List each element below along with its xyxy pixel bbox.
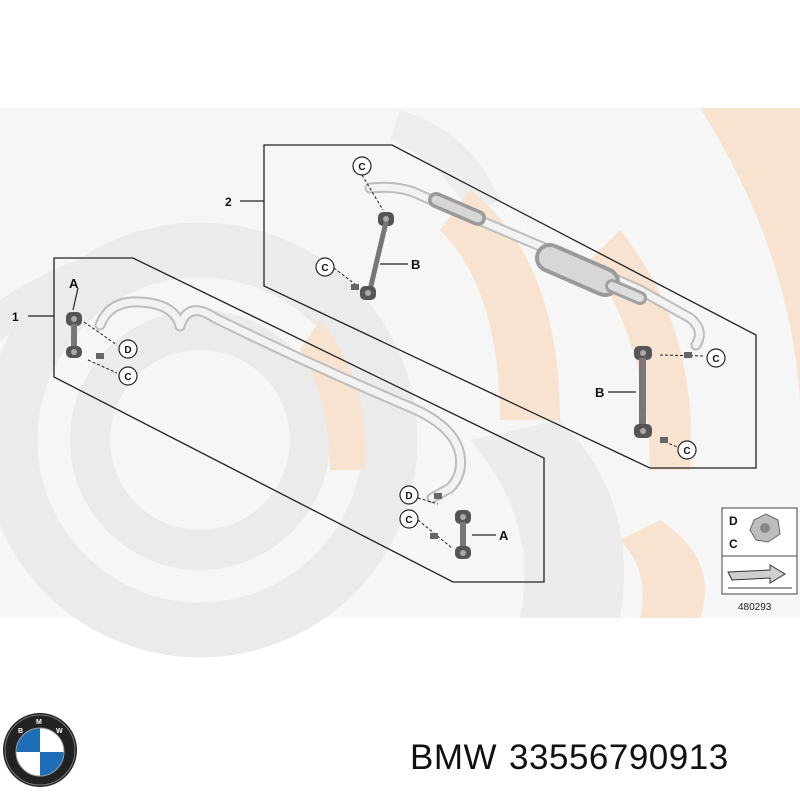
bmw-logo: B M W [3, 713, 77, 787]
callout-c-1: C [352, 156, 372, 176]
assembly-2-frame [263, 144, 757, 469]
link-b-upper [360, 212, 394, 300]
svg-text:M: M [36, 719, 42, 726]
legend-d: D [729, 514, 738, 528]
part-caption: BMW 33556790913 [410, 738, 729, 778]
link-b-lower [634, 346, 652, 438]
svg-text:D: D [124, 345, 131, 356]
callout-2: 2 [225, 195, 232, 209]
callout-d-2: D [399, 485, 419, 505]
part-number: 33556790913 [509, 738, 729, 777]
stabilizer-bar-1 [94, 296, 466, 504]
callout-c-4: C [399, 509, 419, 529]
assembly-1-frame [53, 257, 545, 583]
svg-text:C: C [712, 354, 719, 365]
svg-text:W: W [56, 728, 63, 735]
callout-c-2: C [315, 257, 335, 277]
svg-text:C: C [405, 515, 412, 526]
arrow-icon [727, 564, 786, 584]
svg-text:D: D [405, 491, 412, 502]
brand-name: BMW [410, 738, 498, 777]
legend-box: D C [721, 507, 798, 595]
fastener-leaders [83, 174, 706, 549]
svg-text:C: C [321, 263, 328, 274]
callout-d-1: D [118, 339, 138, 359]
legend-c: C [729, 537, 738, 551]
svg-text:B: B [18, 728, 23, 735]
link-a-right [455, 510, 471, 559]
callout-c-5: C [706, 348, 726, 368]
callout-c-3: C [118, 366, 138, 386]
svg-text:C: C [358, 162, 365, 173]
callout-b-lower: B [595, 385, 604, 400]
callout-c-6: C [677, 440, 697, 460]
svg-text:C: C [683, 446, 690, 457]
nuts [96, 284, 692, 539]
callout-a-top: A [69, 276, 79, 291]
stabilizer-bar-2 [364, 181, 705, 351]
callout-a-bottom: A [499, 528, 509, 543]
callout-1: 1 [12, 310, 19, 324]
svg-text:C: C [124, 372, 131, 383]
callout-b-upper: B [411, 257, 420, 272]
image-number: 480293 [738, 602, 772, 613]
link-a-left [66, 312, 82, 358]
